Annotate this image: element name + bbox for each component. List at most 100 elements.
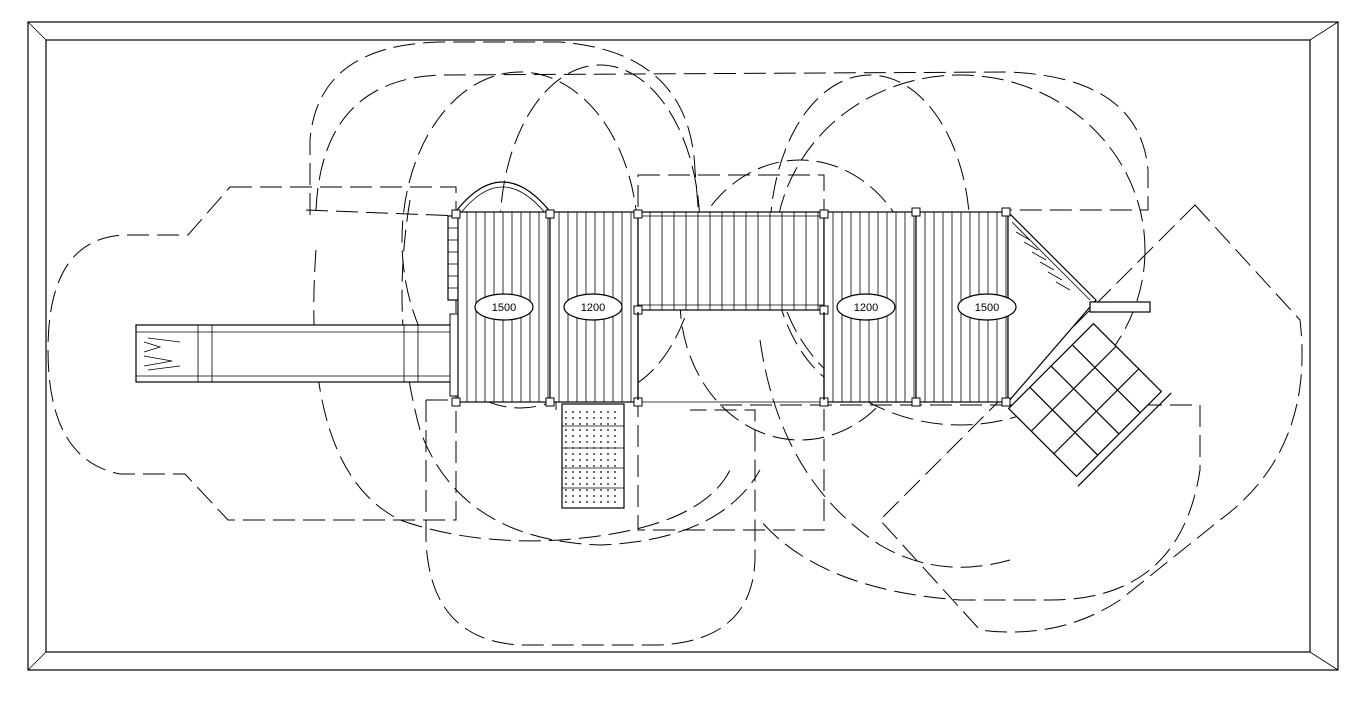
- steps: [561, 403, 625, 509]
- tread-dot: [579, 453, 581, 455]
- tread-dot: [565, 417, 567, 419]
- tread-dot: [565, 465, 567, 467]
- deck-label-2: 1200: [563, 293, 623, 321]
- tread-dot: [614, 411, 616, 413]
- tread-dot: [593, 471, 595, 473]
- tread-dot: [586, 453, 588, 455]
- tread-dot: [586, 417, 588, 419]
- tread-dot: [593, 429, 595, 431]
- tread-dot: [600, 477, 602, 479]
- tread-dot: [607, 447, 609, 449]
- tread-dot: [579, 417, 581, 419]
- tread-dot: [565, 495, 567, 497]
- tread-dot: [586, 495, 588, 497]
- tread-dot: [572, 411, 574, 413]
- tread-dot: [607, 441, 609, 443]
- tread-dot: [593, 435, 595, 437]
- tread-dot: [593, 465, 595, 467]
- tread-dot: [600, 447, 602, 449]
- tread-dot: [579, 459, 581, 461]
- tread-dot: [586, 471, 588, 473]
- tread-dot: [600, 429, 602, 431]
- tread-dot: [579, 411, 581, 413]
- deck-label-4: 1500: [957, 293, 1017, 321]
- tread-dot: [607, 417, 609, 419]
- tread-dot: [600, 417, 602, 419]
- tread-dot: [614, 495, 616, 497]
- tread-dot: [593, 459, 595, 461]
- tread-dot: [565, 483, 567, 485]
- tread-dot: [607, 501, 609, 503]
- tread-dot: [600, 489, 602, 491]
- tread-dot: [607, 429, 609, 431]
- tread-dot: [579, 471, 581, 473]
- tread-dot: [586, 447, 588, 449]
- tread-dot: [586, 411, 588, 413]
- tread-dot: [614, 483, 616, 485]
- tread-dot: [572, 453, 574, 455]
- tread-dot: [614, 477, 616, 479]
- tread-dot: [614, 441, 616, 443]
- tread-dot: [572, 477, 574, 479]
- tread-dot: [614, 459, 616, 461]
- tread-dot: [607, 453, 609, 455]
- tread-dot: [614, 501, 616, 503]
- site-border: [27, 21, 1339, 671]
- tread-dot: [607, 435, 609, 437]
- tread-dot: [593, 423, 595, 425]
- tread-dot: [593, 483, 595, 485]
- tread-dot: [565, 429, 567, 431]
- tread-dot: [593, 453, 595, 455]
- tread-dot: [565, 435, 567, 437]
- tread-dot: [600, 471, 602, 473]
- tread-dot: [586, 489, 588, 491]
- deck-label-1-text: 1500: [492, 302, 516, 314]
- tread-dot: [593, 447, 595, 449]
- tread-dot: [614, 423, 616, 425]
- tread-dot: [565, 489, 567, 491]
- tread-dot: [565, 501, 567, 503]
- tread-dot: [614, 465, 616, 467]
- tread-dot: [593, 441, 595, 443]
- arch-roof: [453, 181, 553, 215]
- tread-dot: [572, 447, 574, 449]
- tread-dot: [572, 417, 574, 419]
- tread-dot: [572, 465, 574, 467]
- tread-dot: [593, 495, 595, 497]
- tread-dot: [607, 465, 609, 467]
- deck-label-3: 1200: [836, 293, 896, 321]
- tread-dot: [593, 417, 595, 419]
- slide: [135, 313, 459, 397]
- tread-dot: [586, 423, 588, 425]
- tread-dot: [593, 411, 595, 413]
- deck-label-3-text: 1200: [854, 302, 878, 314]
- tread-dot: [586, 459, 588, 461]
- tread-dot: [565, 453, 567, 455]
- tread-dot: [579, 429, 581, 431]
- tread-dot: [565, 447, 567, 449]
- tread-dot: [614, 417, 616, 419]
- tread-dot: [572, 471, 574, 473]
- tread-dot: [572, 441, 574, 443]
- tread-dot: [572, 501, 574, 503]
- tread-dot: [600, 423, 602, 425]
- tread-dot: [579, 447, 581, 449]
- tread-dot: [614, 471, 616, 473]
- tread-dot: [572, 435, 574, 437]
- tread-dot: [614, 435, 616, 437]
- tread-dot: [586, 465, 588, 467]
- tread-dot: [572, 459, 574, 461]
- tread-dot: [614, 489, 616, 491]
- posts: [451, 207, 1011, 407]
- tread-dot: [607, 459, 609, 461]
- tread-dot: [572, 489, 574, 491]
- tread-dot: [614, 447, 616, 449]
- tread-dot: [586, 477, 588, 479]
- tread-dot: [600, 411, 602, 413]
- tread-dot: [579, 495, 581, 497]
- tread-dot: [579, 441, 581, 443]
- tread-dot: [600, 483, 602, 485]
- deck-label-4-text: 1500: [975, 302, 999, 314]
- tread-dot: [614, 453, 616, 455]
